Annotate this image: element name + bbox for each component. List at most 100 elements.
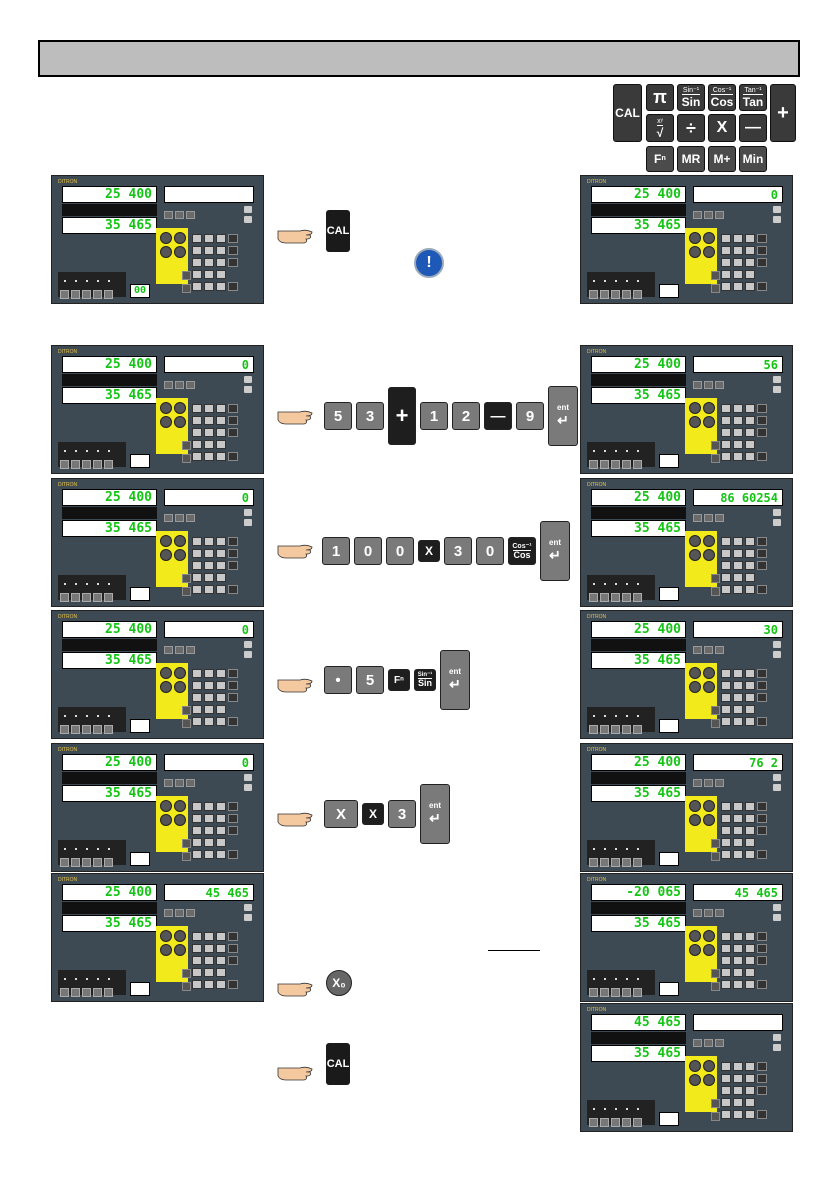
up-arrow-icon[interactable] [244,641,252,648]
panel-key[interactable] [721,452,731,461]
panel-key[interactable] [757,282,767,291]
up-arrow-icon[interactable] [773,1034,781,1041]
panel-bottom-button[interactable] [611,290,620,299]
panel-bottom-button[interactable] [104,593,113,602]
panel-bottom-button[interactable] [622,290,631,299]
panel-key[interactable] [733,585,743,594]
panel-key[interactable] [757,246,767,255]
panel-key[interactable] [745,549,755,558]
panel-key[interactable] [733,258,743,267]
panel-bottom-button[interactable] [60,988,69,997]
panel-key[interactable] [204,585,214,594]
axis-key[interactable] [703,814,715,826]
panel-key[interactable] [745,1074,755,1083]
panel-key[interactable] [745,585,755,594]
panel-key[interactable] [204,404,214,413]
panel-key[interactable] [757,850,767,859]
mode-button[interactable] [693,646,702,654]
panel-key[interactable] [745,537,755,546]
panel-key[interactable] [192,428,202,437]
panel-key[interactable] [745,838,755,847]
axis-key[interactable] [174,402,186,414]
key-0[interactable]: 0 [476,537,504,565]
panel-key[interactable] [757,932,767,941]
panel-bottom-button[interactable] [633,290,642,299]
panel-key[interactable] [721,561,731,570]
panel-key[interactable] [216,802,226,811]
panel-bottom-button[interactable] [71,988,80,997]
panel-key[interactable] [228,561,238,570]
panel-key[interactable] [745,452,755,461]
panel-bottom-button[interactable] [60,725,69,734]
panel-key[interactable] [204,980,214,989]
side-key[interactable] [711,441,720,450]
panel-key[interactable] [733,850,743,859]
axis-key[interactable] [703,944,715,956]
panel-key[interactable] [733,282,743,291]
panel-key[interactable] [216,246,226,255]
cal-button[interactable]: CAL [326,210,350,252]
panel-key[interactable] [721,404,731,413]
down-arrow-icon[interactable] [244,216,252,223]
panel-key[interactable] [721,1098,731,1107]
side-key[interactable] [182,454,191,463]
panel-key[interactable] [228,549,238,558]
panel-key[interactable] [745,1086,755,1095]
panel-key[interactable] [204,416,214,425]
panel-key[interactable] [192,585,202,594]
axis-key[interactable] [689,800,701,812]
panel-bottom-button[interactable] [82,725,91,734]
mode-button[interactable] [715,514,724,522]
panel-key[interactable] [204,681,214,690]
panel-key[interactable] [757,549,767,558]
side-key[interactable] [711,719,720,728]
panel-key[interactable] [228,282,238,291]
up-arrow-icon[interactable] [773,206,781,213]
panel-bottom-button[interactable] [600,593,609,602]
panel-key[interactable] [745,693,755,702]
panel-key[interactable] [192,705,202,714]
mode-button[interactable] [715,1039,724,1047]
axis-key[interactable] [160,246,172,258]
panel-key[interactable] [757,669,767,678]
panel-key[interactable] [733,1062,743,1071]
panel-bottom-button[interactable] [622,725,631,734]
panel-key[interactable] [204,826,214,835]
axis-key[interactable] [703,549,715,561]
panel-key[interactable] [745,246,755,255]
panel-key[interactable] [192,549,202,558]
mode-button[interactable] [175,381,184,389]
panel-bottom-button[interactable] [93,858,102,867]
mode-button[interactable] [693,514,702,522]
panel-key[interactable] [216,968,226,977]
panel-key[interactable] [228,956,238,965]
key-multiply[interactable]: X [418,540,440,562]
axis-key[interactable] [703,800,715,812]
panel-key[interactable] [733,956,743,965]
down-arrow-icon[interactable] [773,914,781,921]
panel-key[interactable] [757,956,767,965]
panel-key[interactable] [216,944,226,953]
down-arrow-icon[interactable] [773,784,781,791]
up-arrow-icon[interactable] [244,774,252,781]
panel-key[interactable] [721,416,731,425]
down-arrow-icon[interactable] [244,386,252,393]
mode-button[interactable] [186,211,195,219]
mode-button[interactable] [693,909,702,917]
panel-key[interactable] [192,717,202,726]
panel-key[interactable] [721,585,731,594]
panel-key[interactable] [216,932,226,941]
panel-key[interactable] [192,452,202,461]
panel-key[interactable] [216,681,226,690]
axis-key[interactable] [174,667,186,679]
panel-key[interactable] [216,537,226,546]
panel-key[interactable] [721,705,731,714]
panel-key[interactable] [228,669,238,678]
panel-key[interactable] [721,440,731,449]
panel-key[interactable] [228,234,238,243]
panel-bottom-button[interactable] [82,858,91,867]
panel-key[interactable] [757,814,767,823]
up-arrow-icon[interactable] [773,904,781,911]
